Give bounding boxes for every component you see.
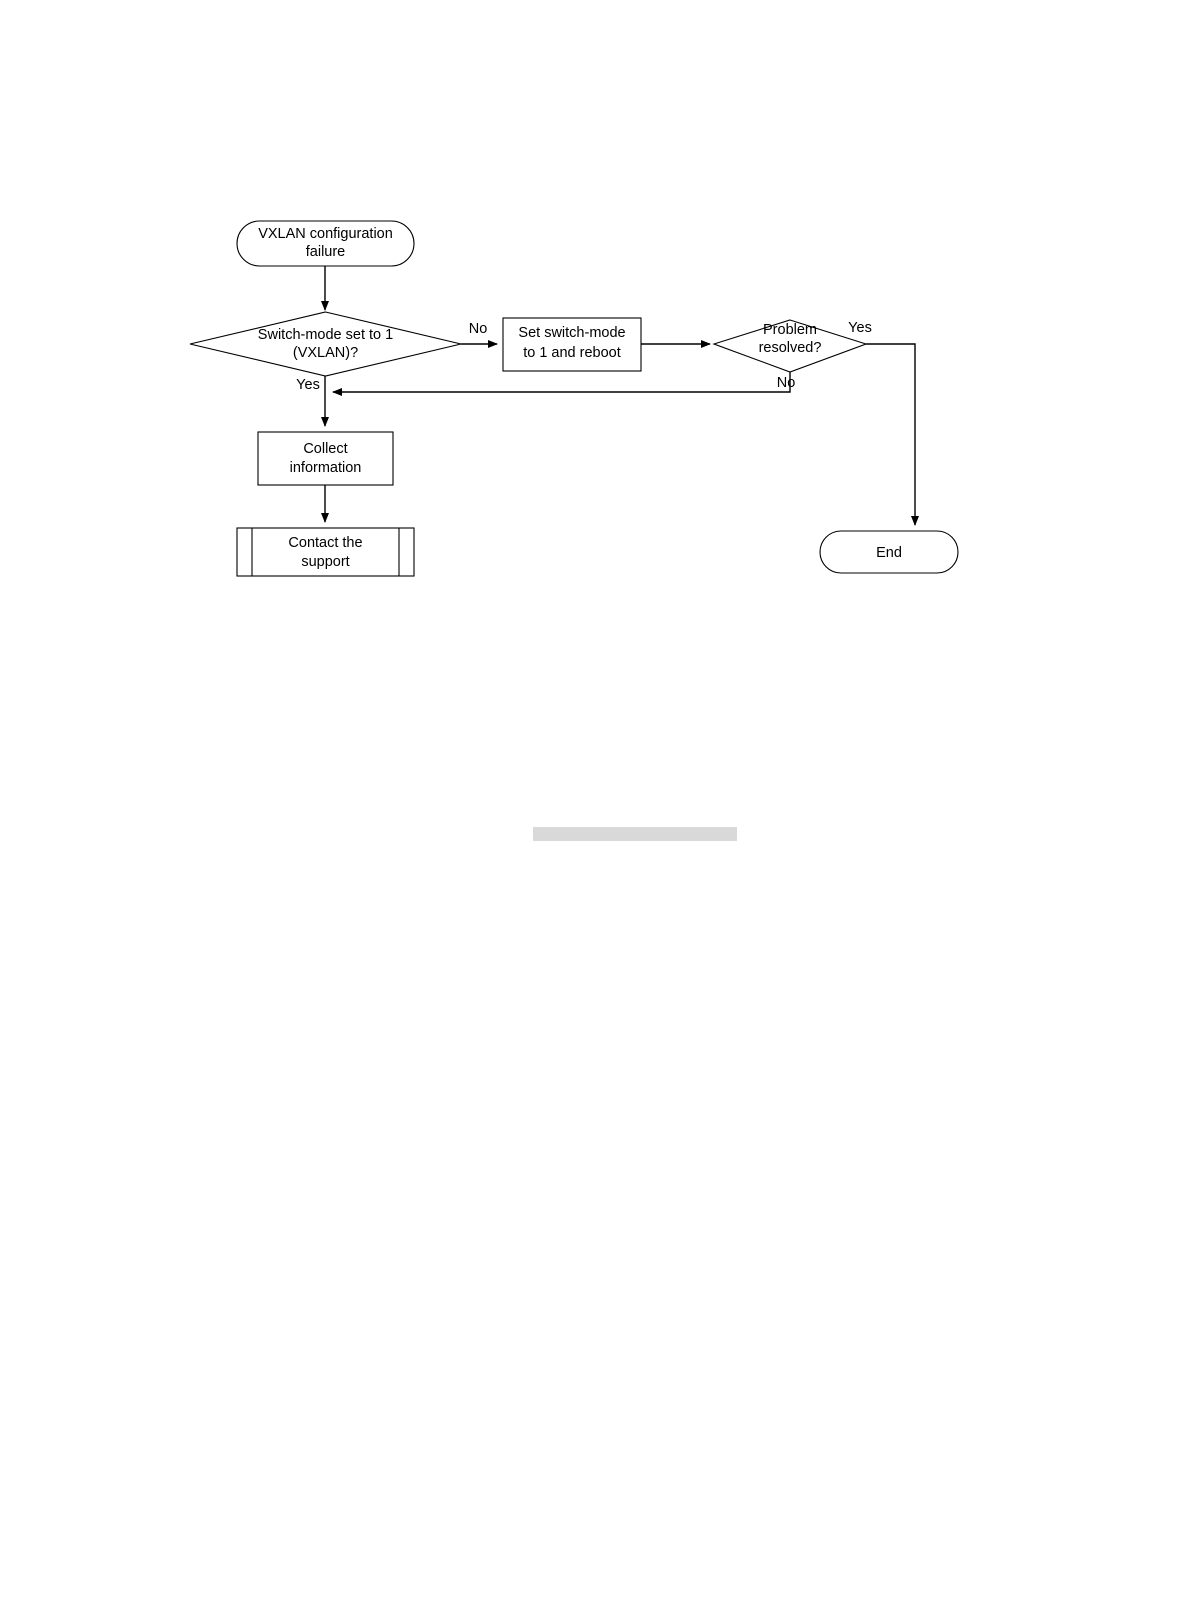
edge-label-switch-mode-yes: Yes — [296, 377, 320, 393]
node-decision-problem-resolved[interactable]: Problem resolved? — [712, 319, 868, 373]
edge-label-switch-mode-no: No — [469, 321, 488, 337]
node-action-contact-line2: support — [301, 554, 349, 570]
node-decision-switch-mode-line1: Switch-mode set to 1 — [258, 327, 393, 343]
footer-gray-bar — [533, 827, 737, 841]
node-action-set-mode-line2: to 1 and reboot — [523, 345, 621, 361]
node-end-label: End — [876, 545, 902, 561]
node-action-set-mode-line1: Set switch-mode — [518, 325, 625, 341]
edge-problem-resolved-yes-to-end — [866, 343, 919, 526]
node-action-set-mode[interactable]: Set switch-mode to 1 and reboot — [502, 317, 642, 372]
node-start-line2: failure — [306, 244, 346, 260]
edge-problem-resolved-no-loopback — [332, 372, 791, 396]
node-decision-problem-resolved-line1: Problem — [763, 322, 817, 338]
node-decision-switch-mode-line2: (VXLAN)? — [293, 345, 358, 361]
node-decision-problem-resolved-line2: resolved? — [759, 340, 822, 356]
node-start[interactable]: VXLAN configuration failure — [236, 220, 415, 267]
edge-label-problem-resolved-yes: Yes — [848, 320, 872, 336]
node-action-collect-information[interactable]: Collect information — [257, 431, 394, 486]
node-action-collect-line2: information — [290, 460, 362, 476]
node-action-collect-line1: Collect — [303, 441, 347, 457]
node-decision-switch-mode[interactable]: Switch-mode set to 1 (VXLAN)? — [189, 311, 462, 377]
edge-label-problem-resolved-no: No — [777, 375, 796, 391]
node-end[interactable]: End — [819, 530, 959, 574]
node-start-line1: VXLAN configuration — [258, 226, 393, 242]
node-action-contact-support[interactable]: Contact the support — [236, 527, 415, 577]
node-action-contact-line1: Contact the — [288, 535, 362, 551]
